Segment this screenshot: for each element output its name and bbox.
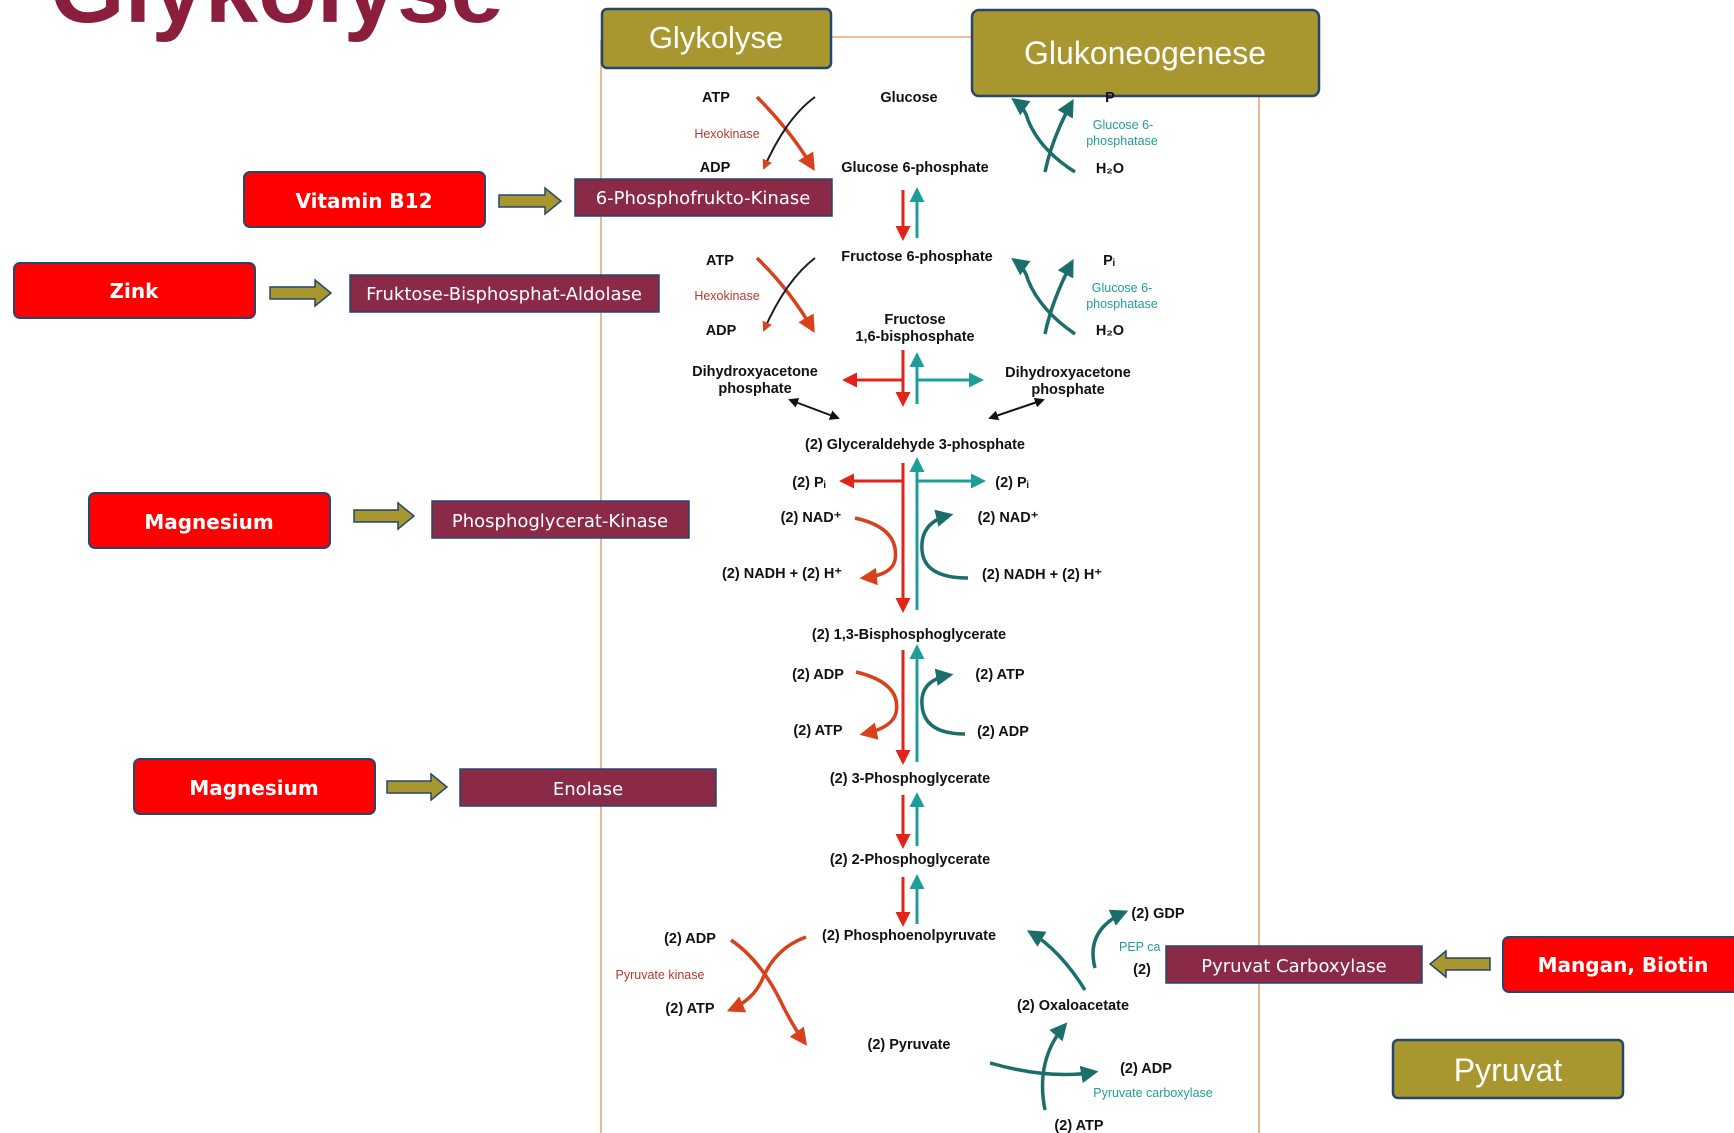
- label-atp-1: ATP: [702, 90, 730, 106]
- label-atp-4: (2) ATP: [793, 723, 842, 739]
- svg-text:Pyruvat Carboxylase: Pyruvat Carboxylase: [1201, 956, 1386, 977]
- enzyme-g6pase-1a: Glucose 6-: [1093, 118, 1153, 132]
- metabolite-dhap-right-1: Dihydroxyacetone: [1005, 365, 1131, 381]
- svg-text:Glukoneogenese: Glukoneogenese: [1024, 35, 1266, 71]
- enzyme-labels: Hexokinase Hexokinase Glucose 6- phospha…: [616, 118, 1213, 1100]
- enzyme-box-pyruvate-carboxylase: Pyruvat Carboxylase: [1165, 945, 1423, 984]
- label-adp-2: ADP: [706, 323, 737, 339]
- svg-text:Magnesium: Magnesium: [189, 776, 318, 800]
- metabolites: Glucose Glucose 6-phosphate Fructose 6-p…: [692, 90, 1131, 1053]
- cofactor-arrow-2: [269, 278, 333, 308]
- enzyme-box-pfk: 6-Phosphofrukto-Kinase: [574, 178, 833, 217]
- label-nadh-left: (2) NADH + (2) H⁺: [722, 566, 842, 582]
- header-pyruvate: Pyruvat: [1391, 1038, 1625, 1100]
- label-pi-1: P: [1105, 90, 1115, 106]
- label-adp-4: (2) ADP: [977, 724, 1029, 740]
- enzyme-pyruvate-kinase: Pyruvate kinase: [616, 968, 705, 982]
- enzyme-pepck-partial: PEP ca: [1119, 940, 1161, 954]
- enzyme-box-enolase: Enolase: [459, 768, 717, 807]
- svg-text:Mangan, Biotin: Mangan, Biotin: [1538, 953, 1709, 977]
- enzyme-g6pase-1b: phosphatase: [1086, 134, 1158, 148]
- enzyme-g6pase-2a: Glucose 6-: [1092, 281, 1152, 295]
- metabolite-dhap-left-1: Dihydroxyacetone: [692, 364, 818, 380]
- label-pi-left: (2) Pᵢ: [792, 475, 825, 491]
- label-h2o-2: H₂O: [1096, 323, 1124, 339]
- label-pc-atp: (2) ATP: [1054, 1118, 1103, 1133]
- svg-text:Enolase: Enolase: [553, 779, 623, 800]
- label-gtp-partial: (2): [1133, 962, 1151, 978]
- label-nad-left: (2) NAD⁺: [781, 510, 842, 526]
- svg-text:Fruktose-Bisphosphat-Aldolase: Fruktose-Bisphosphat-Aldolase: [366, 284, 642, 305]
- metabolite-dhap-right-2: phosphate: [1031, 382, 1104, 398]
- enzyme-g6pase-2b: phosphatase: [1086, 297, 1158, 311]
- cofactor-arrow-1: [498, 186, 563, 216]
- metabolite-oaa: (2) Oxaloacetate: [1017, 998, 1129, 1014]
- svg-text:Pyruvat: Pyruvat: [1454, 1052, 1563, 1088]
- enzyme-pyruvate-carboxylase: Pyruvate carboxylase: [1093, 1086, 1213, 1100]
- label-h2o-1: H₂O: [1096, 161, 1124, 177]
- metabolite-fbp-2: 1,6-bisphosphate: [855, 329, 974, 345]
- svg-text:Magnesium: Magnesium: [144, 510, 273, 534]
- metabolite-f6p: Fructose 6-phosphate: [841, 249, 992, 265]
- metabolite-dhap-left-2: phosphate: [718, 381, 791, 397]
- cofactor-box-vitamin-b12: Vitamin B12: [243, 171, 486, 228]
- metabolite-g6p: Glucose 6-phosphate: [841, 160, 988, 176]
- slide-title: Glykolyse: [50, 0, 504, 43]
- enzyme-hexokinase-2: Hexokinase: [694, 289, 759, 303]
- label-pk-atp: (2) ATP: [665, 1001, 714, 1017]
- cofactor-arrow-3: [353, 501, 416, 531]
- metabolite-3pg: (2) 3-Phosphoglycerate: [830, 771, 990, 787]
- enzyme-hexokinase-1: Hexokinase: [694, 127, 759, 141]
- metabolite-pep: (2) Phosphoenolpyruvate: [822, 928, 996, 944]
- label-pi-2: Pᵢ: [1103, 253, 1115, 269]
- svg-text:Phosphoglycerat-Kinase: Phosphoglycerat-Kinase: [452, 511, 668, 532]
- label-pi-right: (2) Pᵢ: [995, 475, 1028, 491]
- side-labels: ATP ADP P H₂O ATP ADP Pᵢ H₂O (2) Pᵢ (2) …: [664, 90, 1185, 1133]
- label-nadh-right: (2) NADH + (2) H⁺: [982, 567, 1102, 583]
- header-glycolysis: Glykolyse: [600, 7, 833, 70]
- svg-text:Vitamin B12: Vitamin B12: [295, 189, 432, 213]
- svg-text:6-Phosphofrukto-Kinase: 6-Phosphofrukto-Kinase: [596, 188, 811, 209]
- label-adp-1: ADP: [700, 160, 731, 176]
- svg-text:Glykolyse: Glykolyse: [649, 20, 783, 55]
- header-gluconeogenesis: Glukoneogenese: [970, 8, 1321, 98]
- metabolite-glucose: Glucose: [880, 90, 937, 106]
- cofactor-box-magnesium-2: Magnesium: [133, 758, 376, 815]
- cofactor-arrow-4: [386, 772, 449, 802]
- metabolite-g3p: (2) Glyceraldehyde 3-phosphate: [805, 437, 1025, 453]
- label-gdp: (2) GDP: [1131, 906, 1185, 922]
- enzyme-box-aldolase: Fruktose-Bisphosphat-Aldolase: [349, 274, 660, 313]
- label-adp-3: (2) ADP: [792, 667, 844, 683]
- cofactor-box-mangan-biotin: Mangan, Biotin: [1502, 936, 1734, 993]
- metabolite-bpg: (2) 1,3-Bisphosphoglycerate: [812, 627, 1006, 643]
- cofactor-arrow-5: [1428, 949, 1491, 979]
- cofactor-box-magnesium-1: Magnesium: [88, 492, 331, 549]
- label-pc-adp: (2) ADP: [1120, 1061, 1172, 1077]
- label-pk-adp: (2) ADP: [664, 931, 716, 947]
- label-atp-2: ATP: [706, 253, 734, 269]
- main-arrows: [788, 187, 1045, 927]
- metabolite-fbp-1: Fructose: [884, 312, 945, 328]
- curved-arrows: [726, 95, 1129, 1111]
- label-atp-3: (2) ATP: [975, 667, 1024, 683]
- metabolite-pyruvate: (2) Pyruvate: [867, 1037, 950, 1053]
- enzyme-box-pgk: Phosphoglycerat-Kinase: [431, 500, 690, 539]
- cofactor-box-zink: Zink: [13, 262, 256, 319]
- label-nad-right: (2) NAD⁺: [978, 510, 1039, 526]
- metabolite-2pg: (2) 2-Phosphoglycerate: [830, 852, 990, 868]
- svg-text:Zink: Zink: [110, 279, 160, 303]
